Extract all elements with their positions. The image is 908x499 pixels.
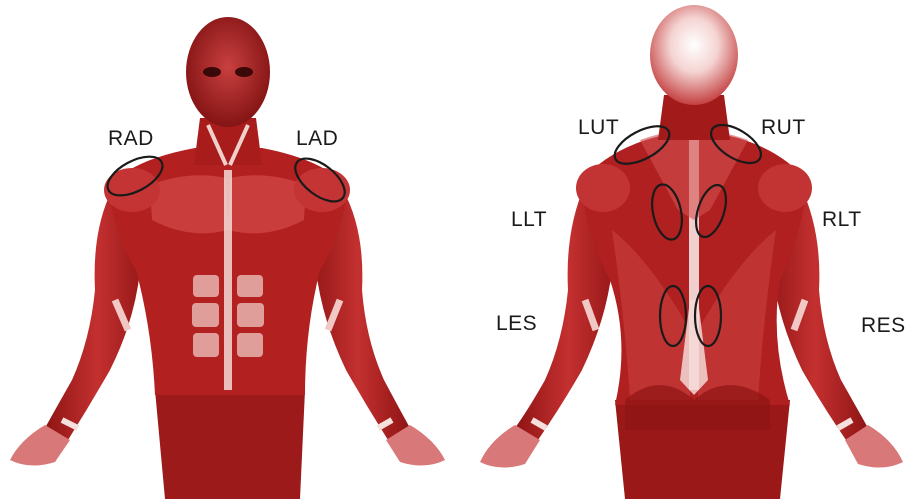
label-rad: RAD bbox=[108, 128, 154, 149]
front-pectorals bbox=[150, 175, 228, 233]
front-eye-left bbox=[235, 67, 253, 77]
back-left-deltoid bbox=[576, 164, 630, 212]
label-res: RES bbox=[861, 315, 906, 336]
label-rut: RUT bbox=[761, 117, 806, 138]
front-left-deltoid bbox=[294, 168, 350, 212]
label-lad: LAD bbox=[296, 128, 338, 149]
label-lut: LUT bbox=[578, 117, 619, 138]
back-head bbox=[650, 5, 738, 105]
back-figure bbox=[480, 5, 903, 499]
front-head bbox=[186, 17, 270, 127]
front-legs bbox=[155, 390, 305, 499]
front-pectorals-left bbox=[228, 175, 306, 233]
front-linea-alba bbox=[224, 170, 232, 390]
label-les: LES bbox=[496, 313, 537, 334]
label-llt: LLT bbox=[511, 209, 547, 230]
front-figure bbox=[10, 17, 445, 499]
front-eye-right bbox=[203, 67, 221, 77]
back-right-deltoid bbox=[758, 164, 812, 212]
label-rlt: RLT bbox=[822, 209, 862, 230]
